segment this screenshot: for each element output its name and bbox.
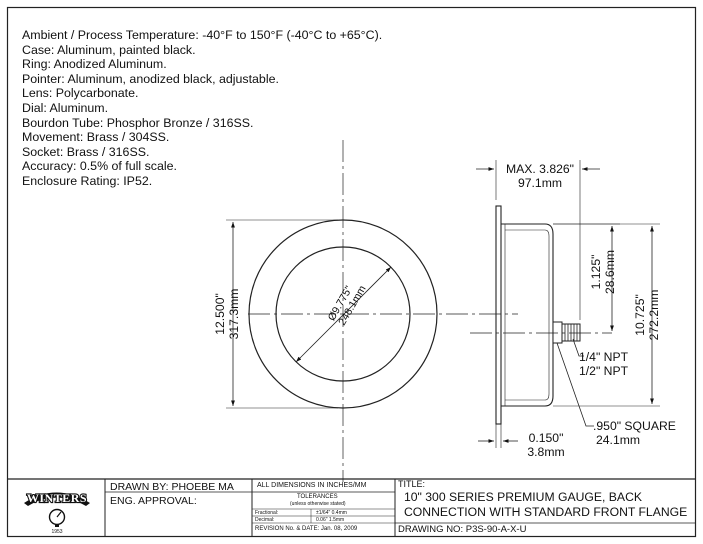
spec-temperature: Ambient / Process Temperature: -40°F to … [22,28,383,42]
logo-wordmark: WINTERS [27,491,87,505]
fractional-value: ±1/64" 0.4mm [316,510,347,516]
spec-movement: Movement: Brass / 304SS. [22,130,170,145]
spec-dial: Dial: Aluminum. [22,101,109,115]
flange-in-label: 0.150" [529,431,564,445]
tolerances-title: TOLERANCES [297,494,338,500]
title-label: TITLE: [398,479,426,489]
drawn-by: DRAWN BY: PHOEBE MA [110,481,234,493]
square-mm-label: 24.1mm [596,433,640,447]
npt-leader [572,338,584,357]
drawing-number: DRAWING NO: P3S-90-A-X-U [398,524,527,535]
drawing-title-line2: CONNECTION WITH STANDARD FRONT FLANGE [404,505,688,519]
flange-mm-label: 3.8mm [527,445,564,459]
front-view [226,140,518,482]
spec-lens: Lens: Polycarbonate. [22,86,139,101]
height-mm-label: 272.2mm [647,290,661,341]
drawing-title-line1: 10" 300 SERIES PREMIUM GAUGE, BACK [404,490,642,504]
decimal-label: Decimal: [255,517,275,523]
max-depth-in-label: MAX. 3.826" [506,162,574,176]
square-in-label: .950" SQUARE [593,419,676,433]
socket-square [552,321,563,344]
front-view-labels: 12.500" 317.3mm Ø9.775" 248.1mm [213,283,369,339]
tolerances-sub: (unless otherwise stated) [290,501,346,507]
title-block-grid [7,478,696,536]
decimal-value: 0.06" 1.5mm [316,517,345,523]
spec-socket: Socket: Brass / 316SS. [22,144,150,159]
logo-year: 1953 [51,529,62,535]
spec-case: Case: Aluminum, painted black. [22,42,196,57]
sheet-border [6,6,697,538]
offset-mm-label: 28.6mm [603,250,617,294]
case-inner-edge [505,229,550,401]
eng-approval: ENG. APPROVAL: [110,495,197,507]
outer-dia-mm-label: 317.3mm [227,289,241,340]
spec-accuracy: Accuracy: 0.5% of full scale. [22,159,177,174]
npt-1-label: 1/4" NPT [579,350,629,364]
dimensions-note: ALL DIMENSIONS IN INCHES/MM [257,482,367,489]
spec-enclosure: Enclosure Rating: IP52. [22,174,153,188]
winters-logo: WINTERS 1953 [24,490,90,535]
spec-ring: Ring: Anodized Aluminum. [22,57,167,72]
outer-dia-in-label: 12.500" [213,293,227,335]
square-leader [556,342,594,427]
spec-pointer: Pointer: Aluminum, anodized black, adjus… [22,71,279,86]
thread-marks [564,324,578,341]
fractional-label: Fractional: [255,510,279,516]
spec-bourdon-tube: Bourdon Tube: Phosphor Bronze / 316SS. [22,115,254,130]
gauge-case [501,223,554,407]
side-view-labels: MAX. 3.826" 97.1mm 1.125" 28.6mm 10.725"… [506,162,676,459]
revision-date: REVISION No. & DATE: Jan. 08, 2009 [255,526,358,532]
side-view [470,160,660,448]
offset-in-label: 1.125" [589,255,603,290]
front-flange [495,205,502,425]
max-depth-mm-label: 97.1mm [518,176,562,190]
npt-2-label: 1/2" NPT [579,364,629,378]
height-in-label: 10.725" [633,294,647,336]
inner-dia-dim-line [295,266,392,363]
